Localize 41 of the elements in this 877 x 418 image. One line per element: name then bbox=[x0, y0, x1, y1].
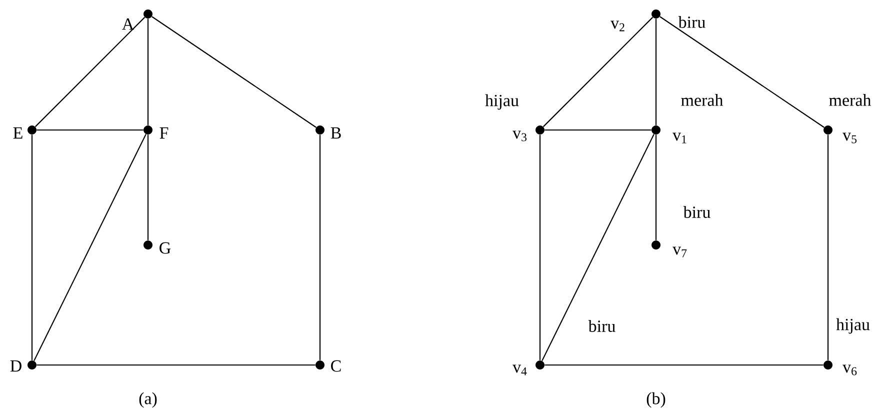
graph-edge bbox=[827, 134, 829, 360]
graph-edge bbox=[147, 134, 149, 240]
color-label: biru bbox=[678, 16, 706, 28]
graph-edge bbox=[34, 134, 146, 362]
graph-edge bbox=[542, 16, 654, 128]
vertex-label: C bbox=[331, 360, 341, 372]
graph-edge bbox=[655, 18, 657, 126]
vertex-label: A bbox=[122, 18, 134, 30]
vertex-label: v$_{6}$ bbox=[842, 364, 857, 376]
vertex-label: F bbox=[160, 127, 168, 139]
graph-edge bbox=[660, 16, 824, 128]
subfigure-caption: (a) bbox=[139, 392, 157, 408]
color-label: merah bbox=[681, 94, 724, 106]
graph-edge bbox=[152, 16, 316, 128]
vertex-label: v$_{2}$ bbox=[610, 20, 624, 32]
graph-edge bbox=[655, 134, 657, 240]
vertex-label: v$_{5}$ bbox=[842, 132, 857, 144]
vertex-label: G bbox=[160, 242, 171, 254]
color-label: biru bbox=[588, 320, 616, 332]
graph-edge bbox=[544, 129, 652, 131]
vertex-label: D bbox=[10, 360, 22, 372]
graph-edge bbox=[36, 364, 316, 366]
graph-edge bbox=[539, 134, 541, 360]
graph-edge bbox=[36, 129, 144, 131]
vertex-label: v$_{4}$ bbox=[512, 364, 527, 376]
graph-edge bbox=[31, 134, 33, 360]
color-label: biru bbox=[683, 206, 710, 218]
graph-edge bbox=[147, 18, 149, 126]
color-label: hijau bbox=[836, 318, 870, 334]
subfigure-caption: (b) bbox=[646, 392, 666, 408]
color-label: hijau bbox=[485, 94, 519, 110]
vertex-label: E bbox=[13, 127, 22, 139]
graph-edge bbox=[319, 134, 321, 360]
vertex-label: v$_{3}$ bbox=[512, 130, 527, 142]
vertex-label: v$_{1}$ bbox=[672, 132, 686, 144]
vertex-label: B bbox=[330, 127, 341, 139]
vertex-label: v$_{7}$ bbox=[672, 246, 687, 258]
color-label: merah bbox=[829, 94, 872, 106]
graph-edge bbox=[34, 16, 146, 128]
graph-edge bbox=[544, 364, 824, 366]
graph-edge bbox=[542, 134, 654, 362]
